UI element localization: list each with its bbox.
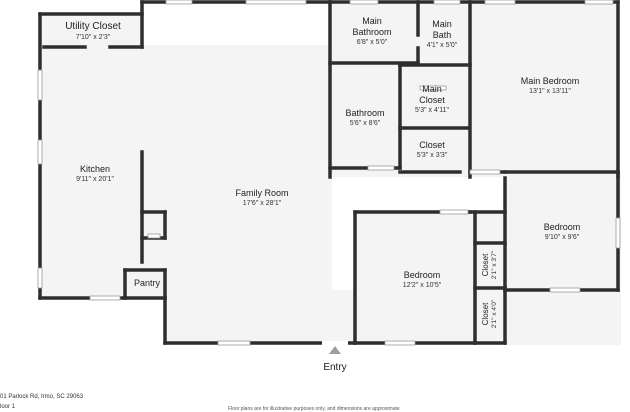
room-name: Bedroom [403,270,441,280]
room-dims: 12'2" x 10'5" [402,282,442,289]
room-dims: 17'6" x 28'1" [242,200,282,207]
room-name: Pantry [133,278,161,288]
label-main-bedroom: Main Bedroom 13'1" x 13'11" [521,76,580,96]
entry-door [322,341,348,346]
entry-label: Entry [323,362,347,373]
room-dims: 9'11" x 20'1" [76,176,114,183]
disclaimer: Floor plans are for illustrative purpose… [228,406,400,412]
label-pantry: Pantry [134,278,160,289]
room-name: Kitchen [79,164,111,174]
label-bathroom: Bathroom 5'6" x 8'6" [345,108,384,128]
label-closet-lower-small: Closet 2'1" x 4'0" [481,300,499,328]
room-name: Main Bedroom [520,76,580,86]
room-dims: 6'8" x 5'0" [356,39,388,46]
room-name: Main Bathroom [352,16,392,37]
room-dims: 2'1" x 3'7" [491,250,498,280]
room-dims: 5'3" x 3'3" [416,152,448,159]
room-dims: 13'1" x 13'11" [529,88,571,95]
floor-label: loor 1 [0,404,16,410]
label-bedroom-lower: Bedroom 12'2" x 10'5" [403,270,441,290]
label-utility-closet: Utility Closet 7'10" x 2'3" [65,21,121,42]
room-name: Closet [419,140,445,150]
label-kitchen: Kitchen 9'11" x 20'1" [76,164,114,184]
room-name: Family Room [235,188,289,198]
room-dims: 5'6" x 8'6" [349,120,381,127]
address: 01 Parlock Rd, Irmo, SC 29063 [0,394,84,400]
room-dims: 4'1" x 5'0" [426,42,458,49]
room-dims: 7'10" x 2'3" [75,34,111,41]
room-name: Utility Closet [65,21,121,32]
room-name: Main Closet [419,84,445,105]
label-main-bathroom: Main Bathroom 6'8" x 5'0" [352,16,391,47]
floor-fill [40,2,621,345]
room-name: Closet [481,302,490,326]
room-dims: 5'3" x 4'11" [415,107,449,114]
room-name: Bedroom [543,222,581,232]
room-dims: 9'10" x 9'6" [544,234,580,241]
room-name: Bathroom [345,108,385,118]
room-name: Main Bath [432,19,452,40]
entry-arrow-icon [329,346,341,354]
room-name: Closet [481,253,490,277]
label-family-room: Family Room 17'6" x 28'1" [235,188,288,208]
label-main-bath: Main Bath 4'1" x 5'0" [427,19,458,50]
label-main-closet: Main Closet 5'3" x 4'11" [415,84,449,115]
room-dims: 2'1" x 4'0" [491,299,498,329]
label-bedroom-right: Bedroom 9'10" x 9'6" [544,222,581,242]
label-closet-center: Closet 5'3" x 3'3" [417,140,448,160]
windows [37,0,621,346]
label-closet-upper-small: Closet 2'1" x 3'7" [481,251,499,279]
